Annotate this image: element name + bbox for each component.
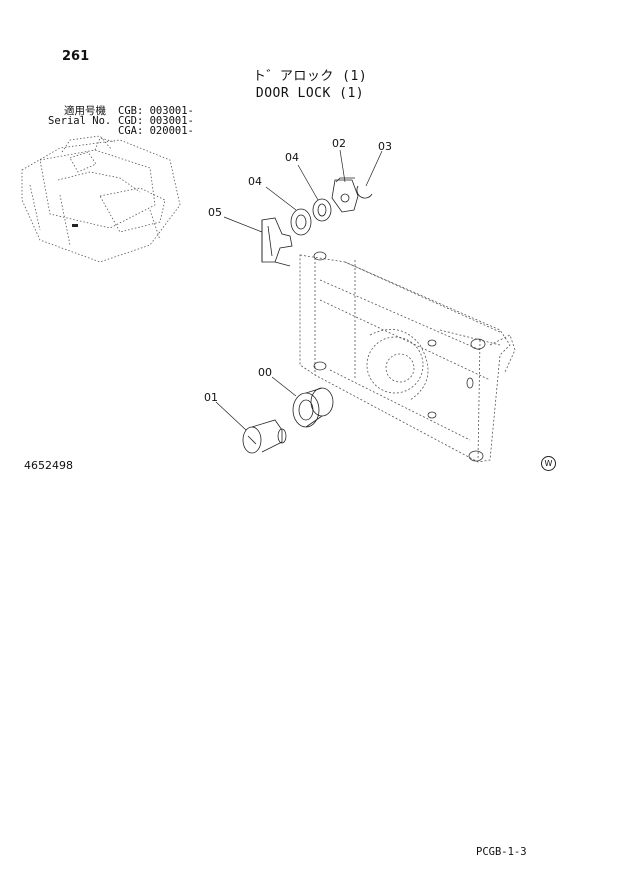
part-01-lock-cylinder (242, 419, 287, 454)
w-mark-symbol: W (541, 456, 556, 471)
machine-locator-sketch (21, 135, 181, 263)
serial-entry-cgb: CGB: 003001- (118, 105, 194, 117)
drawing-number: 4652498 (24, 459, 73, 472)
part-04-washer-large (290, 208, 312, 236)
page-number: 261 (62, 49, 90, 64)
part-02-latch-plate (331, 177, 359, 213)
serial-label-japanese: 適用号機 (64, 105, 106, 117)
serial-label-english: Serial No. (48, 115, 112, 127)
title-japanese: ト゛アロック (1) (252, 69, 368, 84)
part-04-washer-small (312, 198, 332, 222)
callout-00: 00 (258, 366, 272, 379)
page-code: PCGB-1-3 (476, 846, 527, 858)
serial-entry-cga: CGA: 020001- (118, 125, 194, 137)
callout-04-small: 04 (285, 151, 299, 164)
callout-01: 01 (204, 391, 218, 404)
callout-02: 02 (332, 137, 346, 150)
part-05-bracket (261, 217, 293, 267)
leader-lines (215, 149, 383, 431)
housing-bolt-holes (313, 251, 486, 462)
part-00-bushing (292, 387, 334, 428)
callout-03: 03 (378, 140, 392, 153)
callout-04-large: 04 (248, 175, 262, 188)
door-housing (299, 254, 516, 463)
locator-marker (72, 224, 78, 227)
callout-05: 05 (208, 206, 222, 219)
title-english: DOOR LOCK (1) (255, 86, 365, 101)
part-03-clip-ring (356, 185, 373, 199)
serial-entry-cgd: CGD: 003001- (118, 115, 194, 127)
